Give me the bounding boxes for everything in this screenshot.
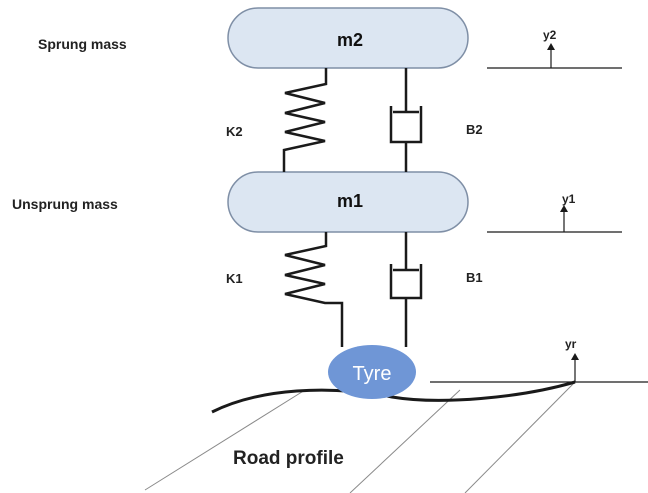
damper-b1 [389,232,423,347]
spring-k2-label: K2 [226,124,243,139]
y1-label: y1 [562,192,576,206]
spring-k1-label: K1 [226,271,243,286]
yr-label: yr [565,337,577,351]
road-profile-label: Road profile [233,448,344,469]
damper-b2-label: B2 [466,122,483,137]
spring-k1 [284,232,344,347]
y2-label: y2 [543,28,557,42]
road-profile-curve [211,380,576,414]
unsprung-mass-symbol: m1 [337,191,363,211]
road-hatching [144,381,576,493]
tyre [328,345,416,399]
displacement-y1 [487,205,622,233]
displacement-y2 [487,43,622,69]
unsprung-mass-label: Unsprung mass [12,196,118,212]
sprung-mass-block [227,7,469,69]
damper-b1-label: B1 [466,270,483,285]
damper-b2 [389,68,423,172]
displacement-yr [430,353,648,383]
sprung-mass-label: Sprung mass [38,36,127,52]
tyre-label: Tyre [353,363,392,385]
sprung-mass-symbol: m2 [337,30,363,50]
unsprung-mass-block [227,171,469,233]
spring-k2 [282,68,328,172]
